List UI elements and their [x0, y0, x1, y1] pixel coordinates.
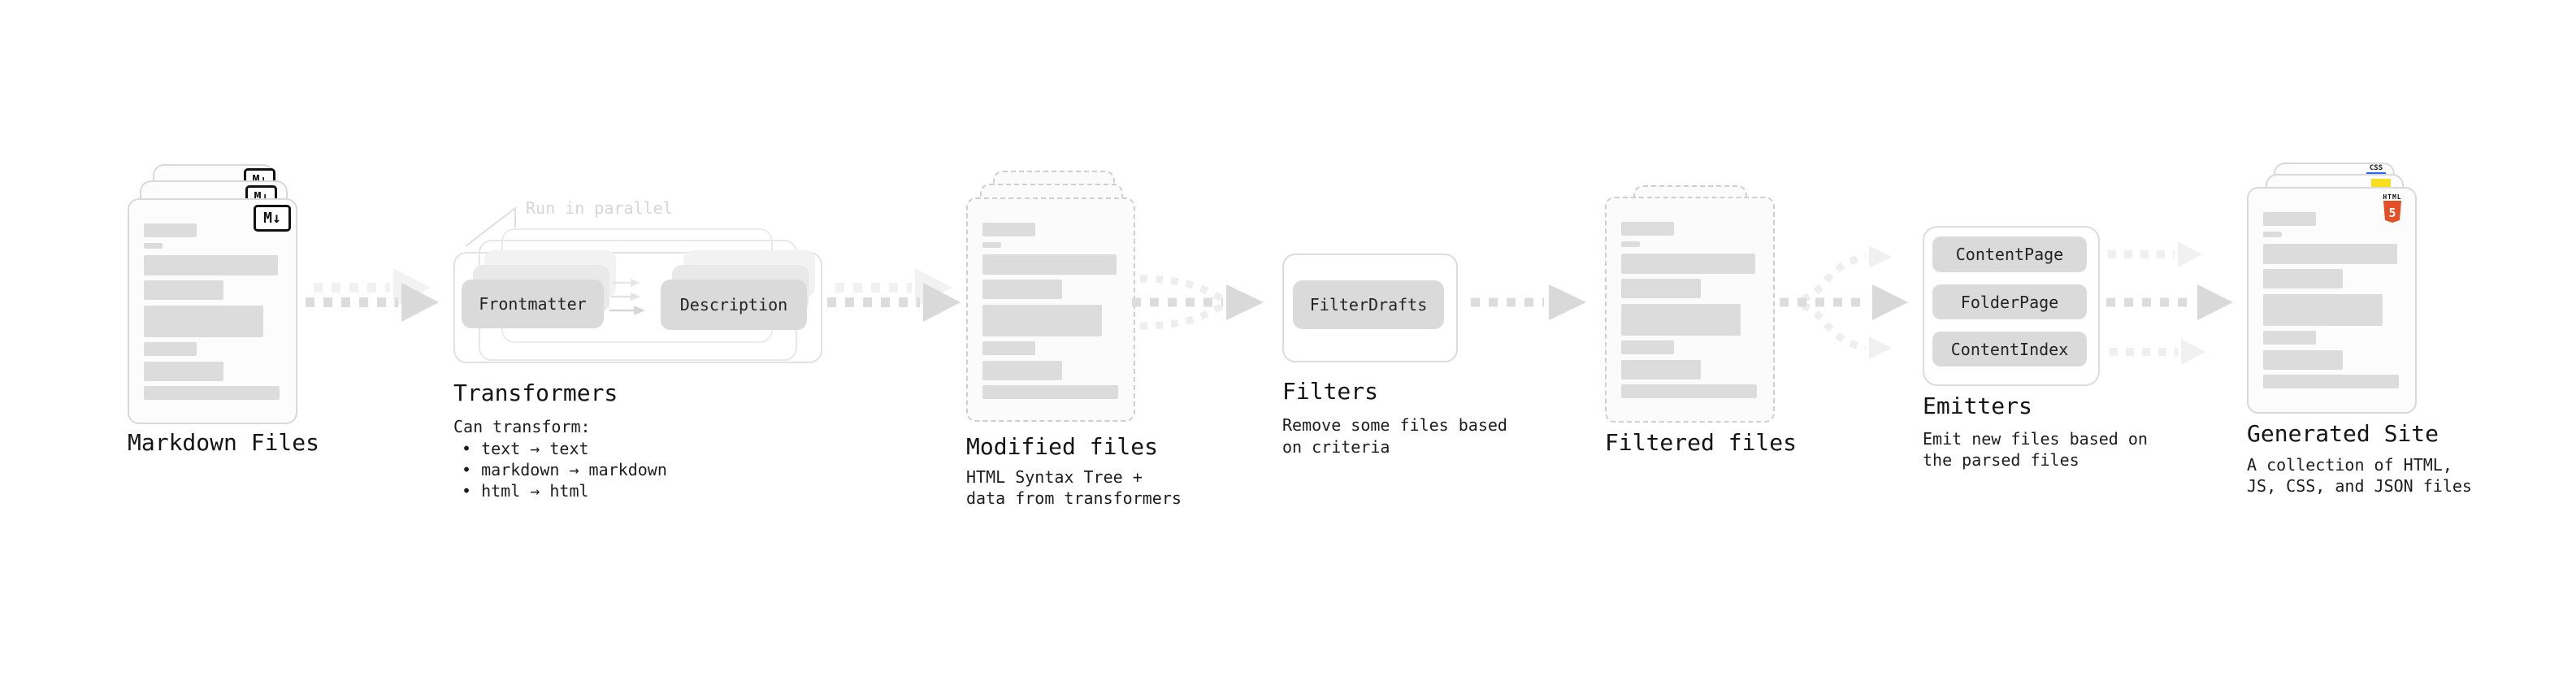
skeleton-text-bar: [982, 341, 1035, 355]
js-icon: [2371, 179, 2391, 188]
skeleton-text-bar: [144, 342, 197, 356]
transformers-bullet: html → html: [462, 481, 588, 501]
parallel-arrows-icon: [609, 279, 645, 315]
section-filtered-files: Filtered files: [1605, 172, 1800, 473]
skeleton-text-bar: [1621, 279, 1701, 298]
emitters-description: Emit new files based on: [1923, 429, 2148, 449]
flow-arrow-icon: [1471, 284, 1586, 320]
description-node: Description: [661, 280, 807, 330]
skeleton-text-bar: [144, 386, 280, 400]
skeleton-text-bar: [2263, 232, 2282, 237]
generated-site-description: A collection of HTML,: [2247, 455, 2452, 475]
skeleton-text-bar: [2263, 269, 2343, 288]
filters-label: Filters: [1282, 378, 1379, 405]
section-generated-site: CSS HTML 5 Generated Site A collection o…: [2247, 161, 2472, 510]
skeleton-text-bar: [1621, 384, 1757, 398]
skeleton-text-bar: [1621, 304, 1741, 336]
generated-card-html: [2247, 187, 2417, 414]
merge-arrow-icon: [1132, 275, 1264, 330]
skeleton-text-bar: [2263, 294, 2383, 326]
skeleton-text-bar: [1621, 254, 1755, 274]
skeleton-text-bar: [144, 306, 263, 337]
section-markdown-files: M↓ M↓ M↓ Markdown Files: [128, 163, 323, 463]
skeleton-text-bar: [982, 223, 1035, 236]
fork-arrow-icon: [1780, 245, 1908, 359]
filters-description: Remove some files based: [1282, 415, 1507, 435]
skeleton-text-bar: [1621, 340, 1674, 354]
flow-arrow-icon: [827, 268, 961, 322]
flow-arrow-icon: [306, 268, 439, 322]
modified-files-description: HTML Syntax Tree +: [966, 467, 1143, 487]
markdown-icon: M↓: [254, 205, 291, 232]
transformers-bullet: markdown → markdown: [462, 460, 667, 479]
modified-files-label: Modified files: [966, 433, 1159, 460]
markdown-card-front: [128, 198, 297, 424]
section-transformers: Run in parallel Frontmatter Description …: [453, 195, 835, 504]
skeleton-text-bar: [982, 305, 1102, 336]
skeleton-text-bar: [982, 361, 1062, 380]
frontmatter-node: Frontmatter: [462, 280, 604, 328]
section-filters: FilterDrafts Filters Remove some files b…: [1282, 254, 1507, 465]
svg-text:5: 5: [2388, 206, 2396, 220]
skeleton-text-bar: [1621, 222, 1674, 236]
filtered-card-front: [1605, 197, 1775, 423]
skeleton-text-bar: [982, 385, 1118, 399]
html5-wordmark: HTML: [2383, 193, 2402, 201]
arrow-dark-copy: [827, 283, 961, 322]
skeleton-text-bar: [144, 280, 223, 300]
transformers-subtitle: Can transform:: [453, 417, 591, 436]
skeleton-text-bar: [1621, 360, 1701, 380]
emitters-label: Emitters: [1923, 393, 2032, 419]
skeleton-text-bar: [982, 254, 1117, 275]
skeleton-text-bar: [2263, 331, 2316, 345]
skeleton-text-bar: [2263, 350, 2343, 370]
skeleton-text-bar: [2263, 244, 2397, 264]
skeleton-text-bar: [144, 362, 223, 381]
generated-site-description: JS, CSS, and JSON files: [2247, 476, 2472, 496]
filterdrafts-node: FilterDrafts: [1293, 280, 1444, 329]
transformers-outline-front: [453, 252, 822, 363]
contentindex-node: ContentIndex: [1932, 332, 2087, 367]
arrow-dark-copy: [306, 283, 439, 322]
generated-site-label: Generated Site: [2247, 420, 2439, 447]
filters-description: on criteria: [1282, 437, 1390, 457]
section-emitters: ContentPage FolderPage ContentIndex Emit…: [1923, 226, 2148, 478]
run-in-parallel-annotation: Run in parallel: [526, 198, 673, 218]
section-modified-files: Modified files HTML Syntax Tree + data f…: [966, 164, 1182, 514]
transformers-bullet: text → text: [462, 439, 588, 458]
skeleton-text-bar: [1621, 241, 1640, 247]
skeleton-text-bar: [144, 243, 163, 249]
skeleton-text-bar: [144, 255, 278, 275]
markdown-files-label: Markdown Files: [128, 429, 320, 456]
skeleton-text-bar: [982, 280, 1062, 299]
emitters-description: the parsed files: [1923, 450, 2079, 470]
contentpage-node: ContentPage: [1932, 236, 2087, 272]
skeleton-text-bar: [144, 223, 197, 237]
callout-leader-line: [465, 206, 516, 247]
modified-card-front: [966, 197, 1135, 422]
folderpage-node: FolderPage: [1932, 284, 2087, 319]
triple-arrow-icon: [2106, 241, 2233, 365]
modified-files-description: data from transformers: [966, 488, 1182, 508]
skeleton-text-bar: [2263, 212, 2316, 226]
transformers-label: Transformers: [453, 380, 618, 406]
html5-icon: HTML 5: [2381, 193, 2404, 227]
skeleton-text-bar: [2263, 375, 2399, 388]
filtered-files-label: Filtered files: [1605, 429, 1798, 456]
skeleton-text-bar: [982, 242, 1001, 248]
